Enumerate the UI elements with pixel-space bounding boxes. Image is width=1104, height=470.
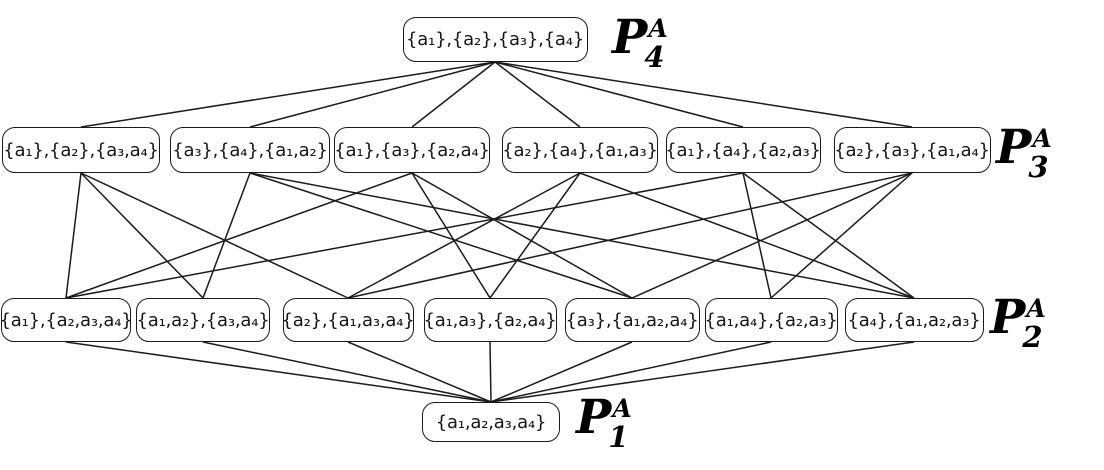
partition-node-label: {a₂},{a₃},{a₁,a₄} xyxy=(834,139,990,161)
lattice-edge-n3_4-n2_3 xyxy=(347,172,581,299)
level-label-base: P xyxy=(990,290,1026,345)
partition-node-n3_1: {a₁},{a₂},{a₃,a₄} xyxy=(2,127,160,173)
level-label-subscript: 2 xyxy=(1022,320,1043,354)
partition-node-label: {a₁},{a₂},{a₃,a₄} xyxy=(3,139,159,161)
partition-node-n3_5: {a₁},{a₄},{a₂,a₃} xyxy=(665,127,821,173)
lattice-edge-n4-n3_3 xyxy=(411,61,496,128)
partition-node-label: {a₄},{a₁,a₂,a₃} xyxy=(847,309,981,331)
lattice-edge-n3_5-n2_6 xyxy=(742,172,772,299)
lattice-edge-n3_2-n2_2 xyxy=(202,172,251,299)
level-label-base: P xyxy=(996,120,1032,175)
partition-node-label: {a₁},{a₂},{a₃},{a₄} xyxy=(406,29,584,50)
lattice-edge-n3_3-n2_4 xyxy=(411,172,491,299)
lattice-edge-n3_3-n2_1 xyxy=(65,172,413,299)
level-label-subscript: 1 xyxy=(608,420,629,454)
partition-node-label: {a₁,a₂,a₃,a₄} xyxy=(435,411,547,433)
lattice-edge-n3_2-n2_5 xyxy=(249,172,633,299)
lattice-edge-n4-n3_6 xyxy=(494,61,913,128)
lattice-edge-n4-n3_5 xyxy=(494,61,744,128)
partition-node-label: {a₁},{a₃},{a₂,a₄} xyxy=(334,139,490,161)
lattice-edge-n3_6-n2_3 xyxy=(347,172,913,299)
level-label-subscript: 4 xyxy=(644,40,665,74)
level-label-superscript: A xyxy=(1026,294,1046,323)
lattice-edge-n2_1-n1 xyxy=(65,341,492,403)
lattice-edge-n3_4-n2_7 xyxy=(579,172,915,299)
partition-node-n2_6: {a₁,a₄},{a₂,a₃} xyxy=(704,298,838,342)
lattice-edge-n3_6-n2_6 xyxy=(770,172,913,299)
partition-node-n1: {a₁,a₂,a₃,a₄} xyxy=(422,402,560,442)
partition-node-label: {a₃},{a₄},{a₁,a₂} xyxy=(172,139,328,161)
partition-node-n2_2: {a₁,a₂},{a₃,a₄} xyxy=(136,298,270,342)
lattice-edge-n3_6-n2_5 xyxy=(631,172,913,299)
lattice-edge-n3_2-n2_7 xyxy=(249,172,915,299)
partition-node-n2_1: {a₁},{a₂,a₃,a₄} xyxy=(0,298,133,342)
partition-node-label: {a₂},{a₁,a₃,a₄} xyxy=(281,309,415,331)
lattice-edge-n4-n3_1 xyxy=(80,61,496,128)
lattice-edge-n2_7-n1 xyxy=(490,341,915,403)
lattice-edge-n2_5-n1 xyxy=(490,341,633,403)
partition-node-label: {a₃},{a₁,a₂,a₄} xyxy=(565,309,699,331)
lattice-edge-n2_4-n1 xyxy=(489,341,492,403)
partition-node-label: {a₁,a₃},{a₂,a₄} xyxy=(423,309,557,331)
lattice-edge-n2_6-n1 xyxy=(490,341,772,403)
partition-node-n2_7: {a₄},{a₁,a₂,a₃} xyxy=(844,298,984,342)
lattice-edge-n3_4-n2_4 xyxy=(489,172,581,299)
level-label-superscript: A xyxy=(648,14,668,43)
lattice-edge-n3_5-n2_7 xyxy=(742,172,915,299)
partition-node-n3_6: {a₂},{a₃},{a₁,a₄} xyxy=(833,127,991,173)
partition-node-n2_4: {a₁,a₃},{a₂,a₄} xyxy=(423,298,557,342)
partition-node-label: {a₁,a₂},{a₃,a₄} xyxy=(136,309,270,331)
partition-node-label: {a₁},{a₄},{a₂,a₃} xyxy=(665,139,821,161)
lattice-edge-n4-n3_2 xyxy=(249,61,496,128)
lattice-edge-n3_3-n2_5 xyxy=(411,172,633,299)
partition-node-n3_2: {a₃},{a₄},{a₁,a₂} xyxy=(170,127,330,173)
partition-node-n2_5: {a₃},{a₁,a₂,a₄} xyxy=(564,298,700,342)
lattice-edge-n2_3-n1 xyxy=(347,341,492,403)
partition-node-n3_3: {a₁},{a₃},{a₂,a₄} xyxy=(334,127,490,173)
partition-node-label: {a₁},{a₂,a₃,a₄} xyxy=(0,309,133,331)
lattice-edge-n3_5-n2_1 xyxy=(65,172,744,299)
partition-node-n4: {a₁},{a₂},{a₃},{a₄} xyxy=(402,17,588,62)
lattice-edge-n3_1-n2_3 xyxy=(80,172,349,299)
partition-node-label: {a₂},{a₄},{a₁,a₃} xyxy=(502,139,658,161)
partition-node-n2_3: {a₂},{a₁,a₃,a₄} xyxy=(281,298,415,342)
lattice-edge-n2_2-n1 xyxy=(202,341,492,403)
level-label-base: P xyxy=(612,10,648,65)
level-label-superscript: A xyxy=(1032,124,1052,153)
level-label-base: P xyxy=(576,390,612,445)
level-label-subscript: 3 xyxy=(1028,150,1049,184)
partition-node-label: {a₁,a₄},{a₂,a₃} xyxy=(704,309,838,331)
lattice-edge-n3_1-n2_1 xyxy=(65,172,82,299)
level-label-superscript: A xyxy=(612,394,632,423)
lattice-edge-n4-n3_4 xyxy=(494,61,581,128)
partition-node-n3_4: {a₂},{a₄},{a₁,a₃} xyxy=(502,127,658,173)
